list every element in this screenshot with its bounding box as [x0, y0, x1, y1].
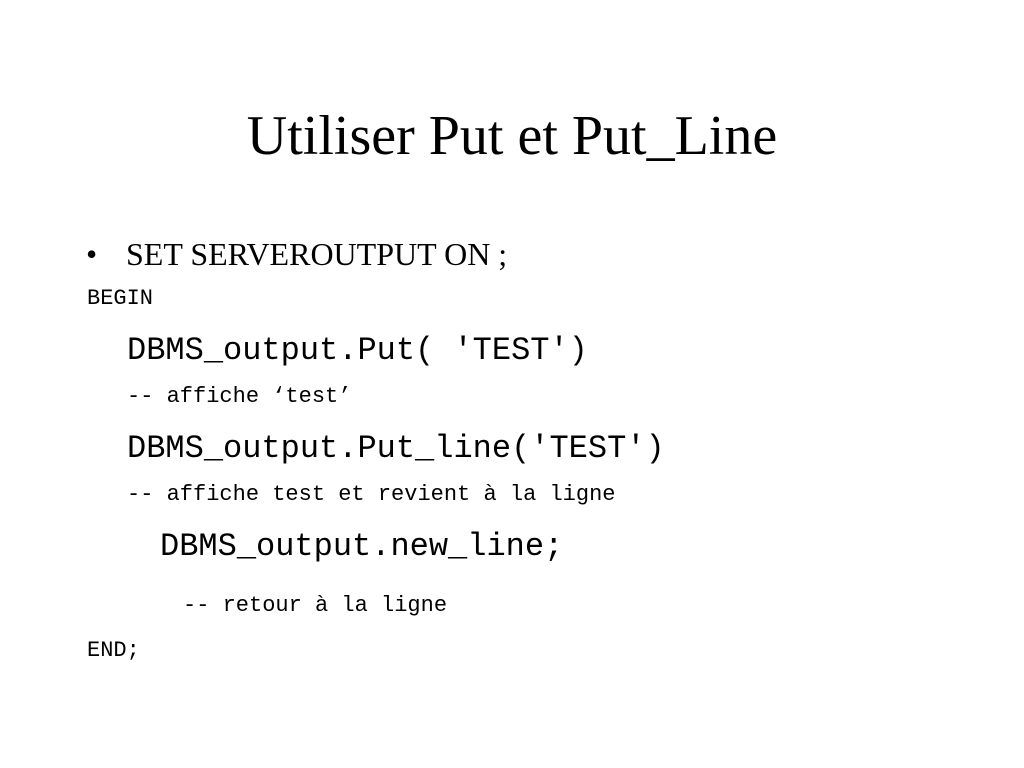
- code-put-line-call: DBMS_output.Put_line('TEST'): [127, 430, 665, 467]
- code-put-call: DBMS_output.Put( 'TEST'): [127, 332, 588, 369]
- code-new-line-comment: -- retour à la ligne: [183, 593, 448, 618]
- code-begin: BEGIN: [87, 286, 154, 311]
- bullet-icon: •: [86, 236, 98, 272]
- code-end: END;: [87, 638, 140, 663]
- bullet-text: SET SERVEROUTPUT ON ;: [126, 236, 508, 272]
- code-new-line-call: DBMS_output.new_line;: [160, 528, 564, 565]
- slide-title: Utiliser Put et Put_Line: [246, 105, 778, 167]
- code-put-line-comment: -- affiche test et revient à la ligne: [127, 482, 616, 507]
- code-put-comment: -- affiche ‘test’: [127, 384, 352, 409]
